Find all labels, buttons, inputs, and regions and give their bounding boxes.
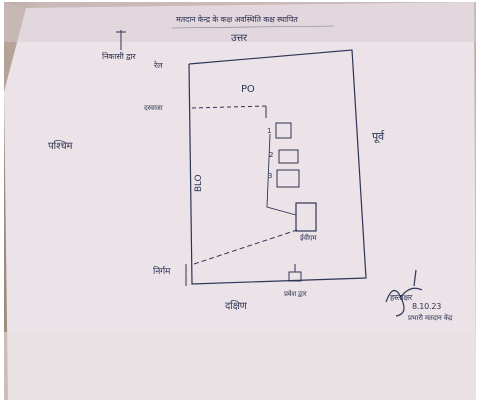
label-evm: ईवीएम — [300, 234, 317, 242]
direction-south: दक्षिण — [225, 301, 247, 312]
hand-drawn-map-paper — [4, 2, 476, 400]
signature-name: हस्ताक्षर — [390, 293, 412, 302]
signature-designation: प्रभारी मतदान केंद्र — [408, 314, 453, 322]
direction-east: पूर्व — [372, 130, 384, 143]
label-box-1: 1 — [267, 127, 272, 135]
direction-west: पश्चिम — [48, 141, 73, 152]
booth-box-1 — [275, 122, 292, 139]
partition-line — [191, 105, 267, 109]
label-entry-gate: प्रवेश द्वार — [284, 290, 307, 298]
label-exit: निकासी द्वार — [102, 52, 136, 61]
booth-box-2 — [278, 149, 299, 164]
signature-scribble — [385, 269, 423, 317]
label-top-left-mark: रेल — [154, 61, 163, 70]
evm-box — [295, 202, 317, 232]
entry-path — [193, 229, 298, 265]
label-blo: BLO — [194, 174, 204, 192]
building-outline — [188, 49, 367, 285]
paper-sheet — [4, 2, 476, 400]
photo-background: मतदान केन्द्र के कक्ष अवस्थिति कक्ष स्था… — [4, 2, 476, 400]
queue-line — [266, 133, 297, 216]
label-box-3: 3 — [268, 172, 273, 180]
label-door: दरवाजा — [144, 104, 163, 112]
map-heading: मतदान केन्द्र के कक्ष अवस्थिति कक्ष स्था… — [176, 15, 298, 24]
direction-north: उत्तर — [231, 33, 247, 44]
label-po: PO — [241, 84, 255, 95]
label-entry: निर्गम — [153, 267, 171, 277]
signature-date: 8.10.23 — [412, 302, 442, 311]
booth-box-3 — [276, 169, 300, 188]
label-box-2: 2 — [269, 151, 274, 159]
